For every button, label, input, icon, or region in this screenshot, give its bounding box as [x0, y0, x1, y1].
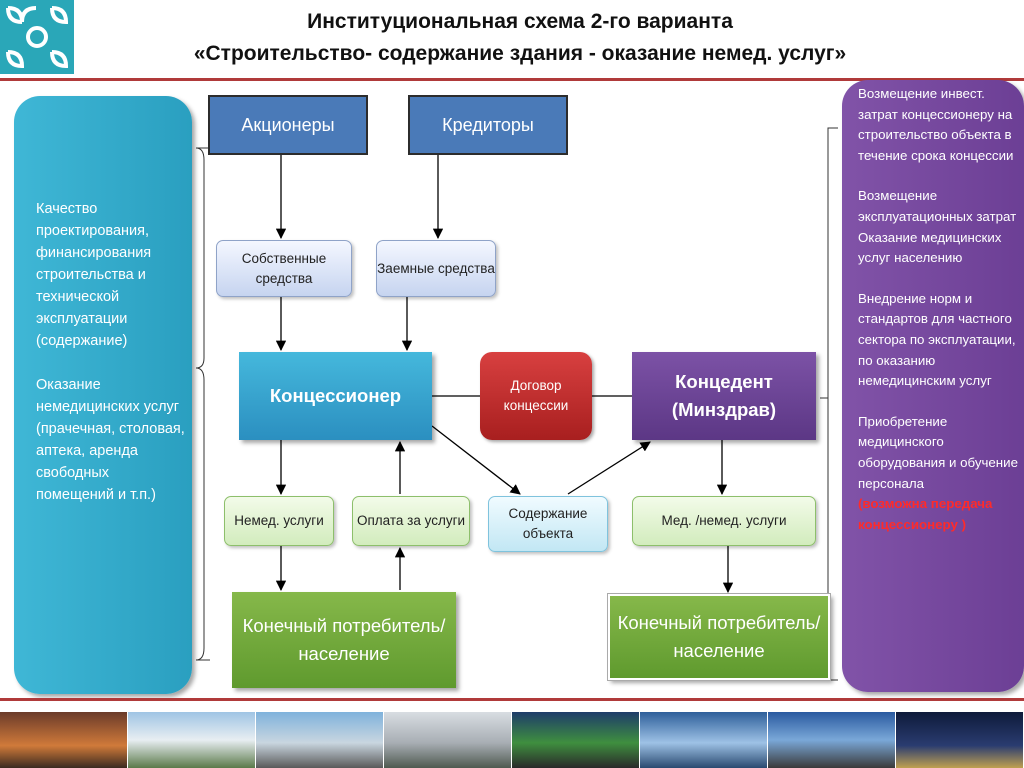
left-panel	[14, 96, 192, 694]
node-med-services: Мед. /немед. услуги	[632, 496, 816, 546]
left-bracket	[195, 147, 210, 661]
photo-tower	[640, 712, 768, 768]
node-own-funds-label: Собственные средства	[241, 250, 327, 286]
node-consumer-right-label: Конечный потребитель/ население	[617, 612, 821, 661]
node-payment: Оплата за услуги	[352, 496, 470, 546]
photo-strip	[0, 712, 1024, 768]
node-agreement-label: Договор концессии	[503, 378, 569, 413]
node-med-services-label: Мед. /немед. услуги	[661, 513, 787, 528]
photo-stadium	[512, 712, 640, 768]
right-bracket	[820, 127, 838, 681]
page-title: Институциональная схема 2-го варианта «С…	[90, 6, 950, 70]
right-panel-paragraph-3: Оказание медицинских услуг населению	[858, 229, 1002, 266]
node-creditors: Кредиторы	[408, 95, 568, 155]
diagram-connectors	[195, 127, 838, 681]
node-shareholders: Акционеры	[208, 95, 368, 155]
node-grantor-label-1: Концедент	[675, 371, 773, 392]
node-consumer-right: Конечный потребитель/ население	[607, 593, 831, 681]
right-panel-paragraph-2: Возмещение эксплуатационных затрат	[858, 188, 1017, 224]
node-creditors-label: Кредиторы	[442, 114, 534, 135]
node-borrowed-funds: Заемные средства	[376, 240, 496, 297]
node-maintenance-label: Содержание объекта	[508, 506, 588, 541]
top-divider	[0, 78, 1024, 81]
node-borrowed-funds-label: Заемные средства	[377, 260, 495, 276]
left-panel-text: Качество проектирования, финансирования …	[36, 198, 186, 506]
node-payment-label: Оплата за услуги	[356, 513, 466, 528]
bottom-divider	[0, 698, 1024, 701]
photo-road	[768, 712, 896, 768]
arrow-maintenance-grantor	[567, 441, 651, 495]
left-panel-paragraph-2: Оказание немедицинских услуг (прачечная,…	[36, 377, 185, 503]
right-panel-paragraph-5: Приобретение медицинского оборудования и…	[858, 413, 1018, 491]
photo-highway	[0, 712, 128, 768]
arrow-concessionaire-maintenance	[431, 425, 521, 495]
right-panel-paragraph-1: Возмещение инвест. затрат концессионеру …	[858, 86, 1014, 163]
title-line-2: «Строительство- содержание здания - оказ…	[193, 42, 847, 65]
node-agreement: Договор концессии	[480, 352, 592, 440]
node-consumer-left: Конечный потребитель/ население	[232, 592, 456, 688]
left-panel-paragraph-1: Качество проектирования, финансирования …	[36, 201, 152, 349]
node-nonmed-services-label: Немед. услуги	[234, 513, 324, 528]
node-grantor: Концедент (Минздрав)	[632, 352, 816, 440]
right-panel-highlight: (возможна передача концессионеру )	[858, 496, 993, 532]
node-shareholders-label: Акционеры	[241, 114, 335, 135]
node-nonmed-services: Немед. услуги	[224, 496, 334, 546]
title-line-1: Институциональная схема 2-го варианта	[307, 10, 733, 33]
photo-train	[128, 712, 256, 768]
node-grantor-label-2: (Минздрав)	[671, 399, 777, 420]
photo-city-night	[896, 712, 1024, 768]
node-consumer-left-label: Конечный потребитель/ население	[242, 615, 446, 664]
photo-refinery	[256, 712, 384, 768]
node-maintenance: Содержание объекта	[488, 496, 608, 552]
node-concessionaire-label: Концессионер	[269, 385, 402, 406]
node-own-funds: Собственные средства	[216, 240, 352, 297]
right-panel	[842, 80, 1024, 692]
node-concessionaire: Концессионер	[239, 352, 432, 440]
ornament-logo-icon	[0, 0, 74, 74]
photo-industry	[384, 712, 512, 768]
right-panel-paragraph-4: Внедрение норм и стандартов для частного…	[858, 290, 1016, 389]
right-panel-text: Возмещение инвест. затрат концессионеру …	[858, 84, 1018, 535]
